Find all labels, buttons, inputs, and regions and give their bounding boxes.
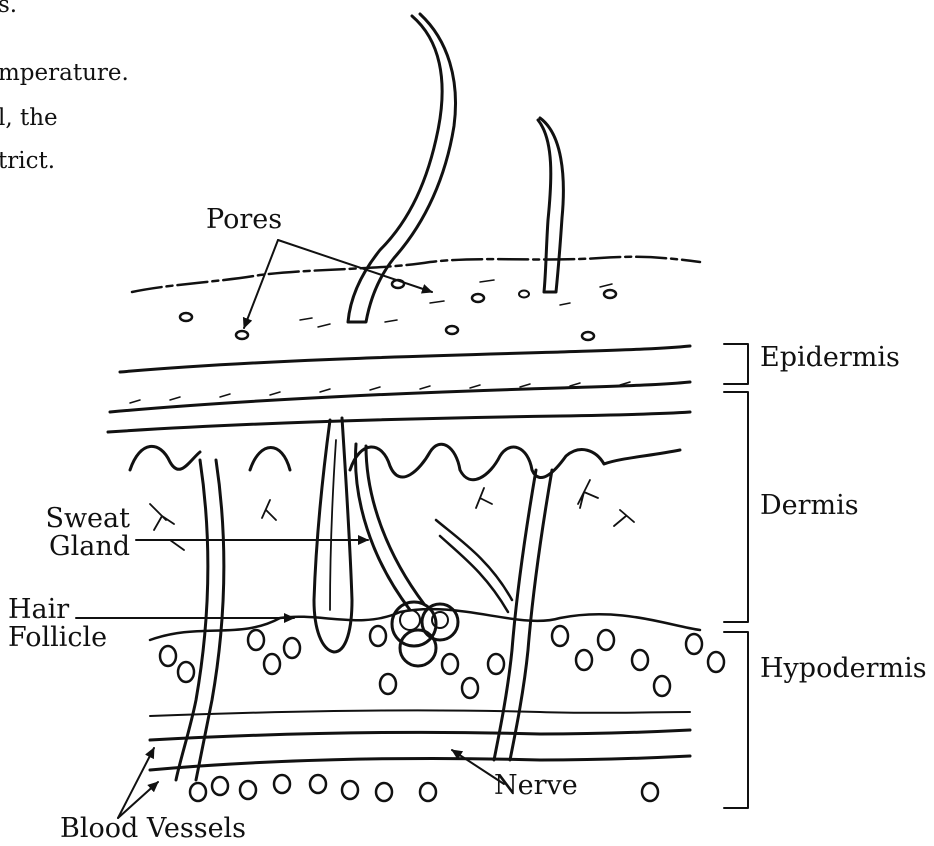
blood-vessel [494, 470, 552, 760]
sweat-gland-label-line: Gland [44, 533, 130, 561]
hair-shaft [538, 118, 563, 292]
pore [446, 326, 458, 334]
follicle-inner [330, 440, 336, 610]
epidermis-hatching [130, 382, 630, 403]
hypodermis-bracket [724, 632, 748, 808]
pore [472, 294, 484, 302]
epidermis-top-line [120, 346, 690, 372]
epidermis-bracket [724, 344, 748, 384]
blood-vessel [176, 460, 224, 780]
nerve-label: Nerve [494, 772, 578, 800]
pore [582, 332, 594, 340]
hair-follicle-label: Hair Follicle [8, 596, 107, 653]
pore [236, 331, 248, 339]
hair-follicle-label-line: Follicle [8, 624, 107, 652]
blood-vessels-label: Blood Vessels [60, 815, 246, 843]
sweat-gland-label-line: Sweat [44, 505, 130, 533]
horizontal-blood-vessel [150, 756, 690, 770]
sweat-gland-label: Sweat Gland [44, 505, 130, 562]
pores-pointer [244, 240, 278, 328]
horizontal-blood-vessel [150, 710, 690, 716]
blood-vessels-pointer [118, 748, 154, 818]
horizontal-blood-vessel [150, 730, 690, 740]
hair-follicle-label-line: Hair [8, 596, 107, 624]
dermis-top-line [108, 412, 690, 432]
dermis-label: Dermis [760, 492, 859, 520]
pores-label: Pores [206, 206, 282, 234]
pore [519, 291, 529, 298]
epidermis-label: Epidermis [760, 344, 900, 372]
pore [180, 313, 192, 321]
dermis-bracket [724, 392, 748, 622]
blood-vessel [436, 520, 512, 612]
epidermis-bottom-line [110, 382, 690, 412]
dermal-papillae [130, 444, 680, 479]
pore [604, 290, 616, 298]
hair-shaft [348, 14, 456, 322]
hypodermis-label: Hypodermis [760, 655, 927, 683]
